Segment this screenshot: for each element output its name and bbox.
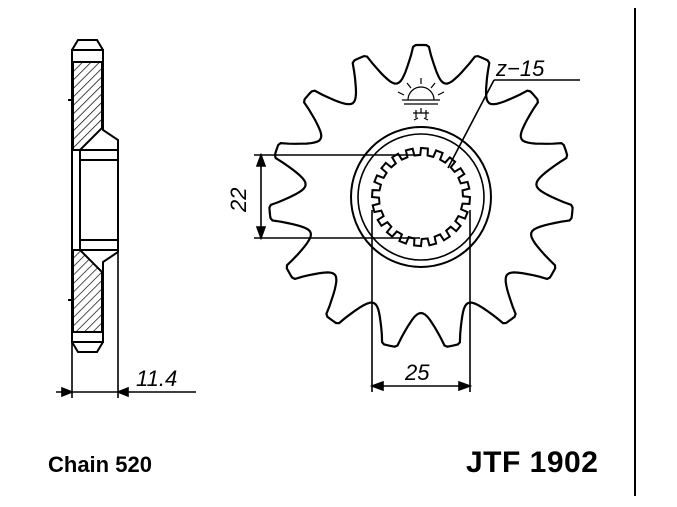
bore-flat-dimension xyxy=(254,152,420,241)
teeth-count-label: z−15 xyxy=(495,56,545,81)
bore-flat-label: 22 xyxy=(226,188,251,213)
side-section-view xyxy=(68,39,119,353)
spline-bore xyxy=(370,146,472,248)
thickness-label: 11.4 xyxy=(136,366,177,391)
side-view-hub xyxy=(79,149,119,251)
side-view-upper-hatch xyxy=(72,61,103,151)
spline-diameter-label: 25 xyxy=(404,360,430,385)
side-view-lower-hatch xyxy=(72,249,103,333)
manufacturer-logo xyxy=(397,78,445,121)
teeth-count-callout xyxy=(447,79,580,169)
thickness-dimension xyxy=(56,252,196,398)
spline-diameter-dimension xyxy=(369,210,473,392)
hub-inner-ring xyxy=(357,133,485,261)
chain-size-label: Chain 520 xyxy=(48,452,152,477)
hub-outer-ring xyxy=(350,126,492,268)
part-number-label: JTF 1902 xyxy=(466,446,599,479)
sprocket-outline xyxy=(268,43,574,348)
